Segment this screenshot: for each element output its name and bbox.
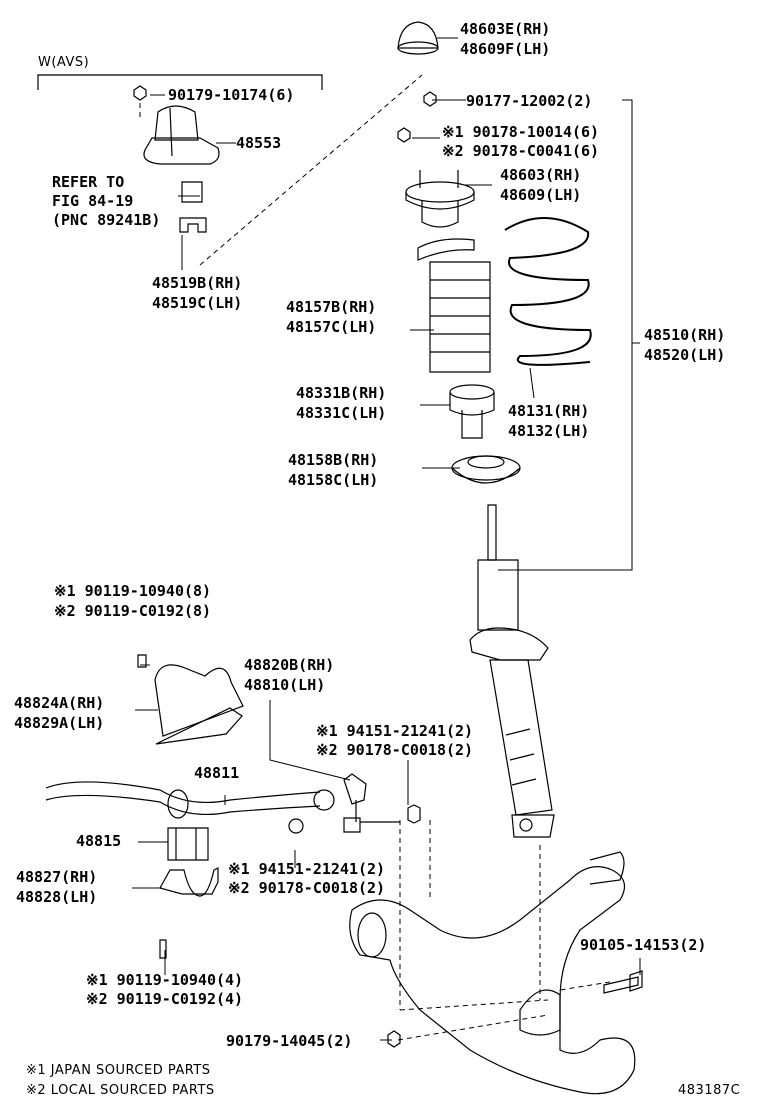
part-94151-21241-a[interactable]: ※1 94151-21241(2) — [316, 722, 474, 740]
mount-cover-48553 — [143, 105, 220, 165]
variant-label: W(AVS) — [38, 55, 90, 70]
footnote-local: ※2 LOCAL SOURCED PARTS — [26, 1083, 215, 1098]
refer-line-2[interactable]: FIG 84-19 — [52, 192, 134, 210]
part-48553[interactable]: 48553 — [236, 134, 282, 152]
part-48827[interactable]: 48827(RH) — [16, 868, 98, 886]
stabilizer-link — [288, 773, 400, 834]
bolts — [603, 970, 643, 994]
bushing — [167, 827, 209, 861]
part-48829A[interactable]: 48829A(LH) — [14, 714, 105, 732]
coil-spring — [504, 217, 592, 366]
part-48158B[interactable]: 48158B(RH) — [288, 451, 379, 469]
part-48828[interactable]: 48828(LH) — [16, 888, 98, 906]
part-48603E[interactable]: 48603E(RH) — [460, 20, 551, 38]
part-48820B[interactable]: 48820B(RH) — [244, 656, 335, 674]
part-48609F[interactable]: 48609F(LH) — [460, 40, 551, 58]
dashed-guides — [139, 74, 611, 1041]
refer-line-1: REFER TO — [52, 173, 125, 191]
part-90178-10014[interactable]: ※1 90178-10014(6) — [442, 123, 600, 141]
part-48824A[interactable]: 48824A(RH) — [14, 694, 105, 712]
part-48609[interactable]: 48609(LH) — [500, 186, 582, 204]
bushing-bracket — [159, 867, 219, 959]
bracket-48519 — [179, 181, 207, 233]
figure-code: 483187C — [678, 1083, 741, 1098]
leader-lines — [132, 37, 641, 1041]
part-48331B[interactable]: 48331B(RH) — [296, 384, 387, 402]
part-48815[interactable]: 48815 — [76, 832, 122, 850]
part-48158C[interactable]: 48158C(LH) — [288, 471, 379, 489]
part-48519B[interactable]: 48519B(RH) — [152, 274, 243, 292]
part-90178-C0018-b[interactable]: ※2 90178-C0018(2) — [228, 879, 386, 897]
part-90178-C0041[interactable]: ※2 90178-C0041(6) — [442, 142, 600, 160]
part-90119-10940-4[interactable]: ※1 90119-10940(4) — [86, 971, 244, 989]
part-48811[interactable]: 48811 — [194, 764, 240, 782]
part-48331C[interactable]: 48331C(LH) — [296, 404, 387, 422]
part-90178-C0018-a[interactable]: ※2 90178-C0018(2) — [316, 741, 474, 759]
part-48603[interactable]: 48603(RH) — [500, 166, 582, 184]
part-90179-10174[interactable]: 90179-10174(6) — [168, 86, 295, 104]
upper-support — [405, 170, 475, 228]
spring-seat — [451, 455, 521, 484]
stabilizer-bar — [45, 781, 335, 819]
nuts — [133, 85, 437, 1048]
refer-line-3: (PNC 89241B) — [52, 211, 161, 229]
part-48131[interactable]: 48131(RH) — [508, 402, 590, 420]
avs-bracket — [37, 74, 323, 90]
bump-stopper — [449, 384, 495, 439]
part-48157B[interactable]: 48157B(RH) — [286, 298, 377, 316]
stabilizer-bracket — [137, 654, 244, 745]
part-94151-21241-b[interactable]: ※1 94151-21241(2) — [228, 860, 386, 878]
dust-boot — [417, 238, 491, 373]
part-48132[interactable]: 48132(LH) — [508, 422, 590, 440]
part-90179-14045[interactable]: 90179-14045(2) — [226, 1032, 353, 1050]
shock-absorber — [469, 504, 555, 838]
dust-cap — [397, 21, 439, 55]
part-48520[interactable]: 48520(LH) — [644, 346, 726, 364]
part-90119-C0192-8[interactable]: ※2 90119-C0192(8) — [54, 602, 212, 620]
part-48810[interactable]: 48810(LH) — [244, 676, 326, 694]
lower-arm — [349, 851, 636, 1095]
part-90177-12002[interactable]: 90177-12002(2) — [466, 92, 593, 110]
part-48510[interactable]: 48510(RH) — [644, 326, 726, 344]
part-90105-14153[interactable]: 90105-14153(2) — [580, 936, 707, 954]
part-90119-10940-8[interactable]: ※1 90119-10940(8) — [54, 582, 212, 600]
part-48519C[interactable]: 48519C(LH) — [152, 294, 243, 312]
footnote-japan: ※1 JAPAN SOURCED PARTS — [26, 1063, 211, 1078]
part-90119-C0192-4[interactable]: ※2 90119-C0192(4) — [86, 990, 244, 1008]
part-48157C[interactable]: 48157C(LH) — [286, 318, 377, 336]
